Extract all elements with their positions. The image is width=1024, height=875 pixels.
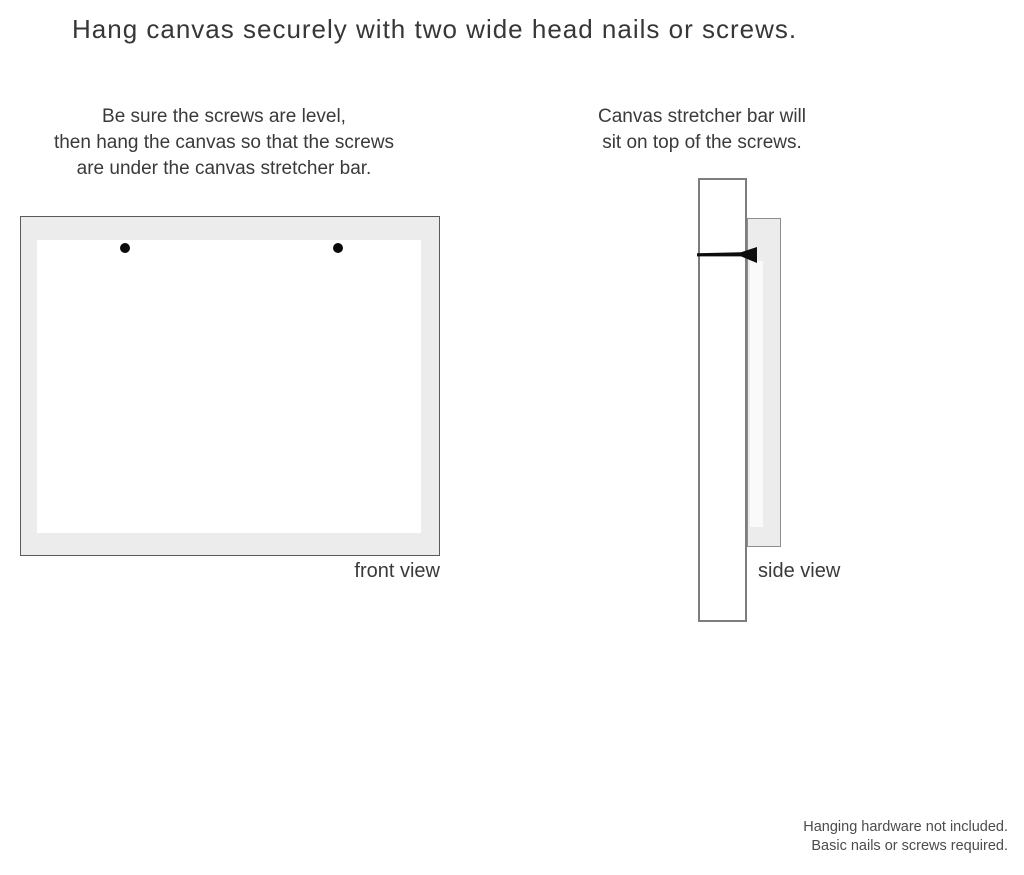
front-view-label: front view — [354, 560, 440, 582]
side-view-label: side view — [758, 560, 841, 582]
footer-line: Basic nails or screws required. — [811, 838, 1008, 854]
instruction-line: are under the canvas stretcher bar. — [76, 158, 372, 179]
nail-side-icon — [697, 247, 757, 263]
canvas-side-face — [750, 261, 763, 527]
front-view-instruction: Be sure the screws are level, then hang … — [6, 104, 442, 182]
footer-note: Hanging hardware not included. Basic nai… — [803, 818, 1008, 856]
canvas-front-face — [37, 240, 421, 533]
page-title: Hang canvas securely with two wide head … — [72, 14, 798, 44]
nail-head-right-icon — [333, 243, 343, 253]
instruction-line: Be sure the screws are level, — [102, 106, 346, 127]
side-view-instruction: Canvas stretcher bar will sit on top of … — [560, 104, 844, 156]
side-view-diagram — [696, 178, 806, 628]
footer-line: Hanging hardware not included. — [803, 819, 1008, 835]
nail-head-left-icon — [120, 243, 130, 253]
instruction-line: then hang the canvas so that the screws — [53, 132, 395, 153]
wall-bar — [698, 178, 747, 622]
instruction-line: Canvas stretcher bar will — [597, 106, 807, 127]
canvas-side-edge — [747, 218, 781, 547]
front-view-diagram — [20, 216, 440, 556]
instruction-line: sit on top of the screws. — [602, 132, 802, 153]
